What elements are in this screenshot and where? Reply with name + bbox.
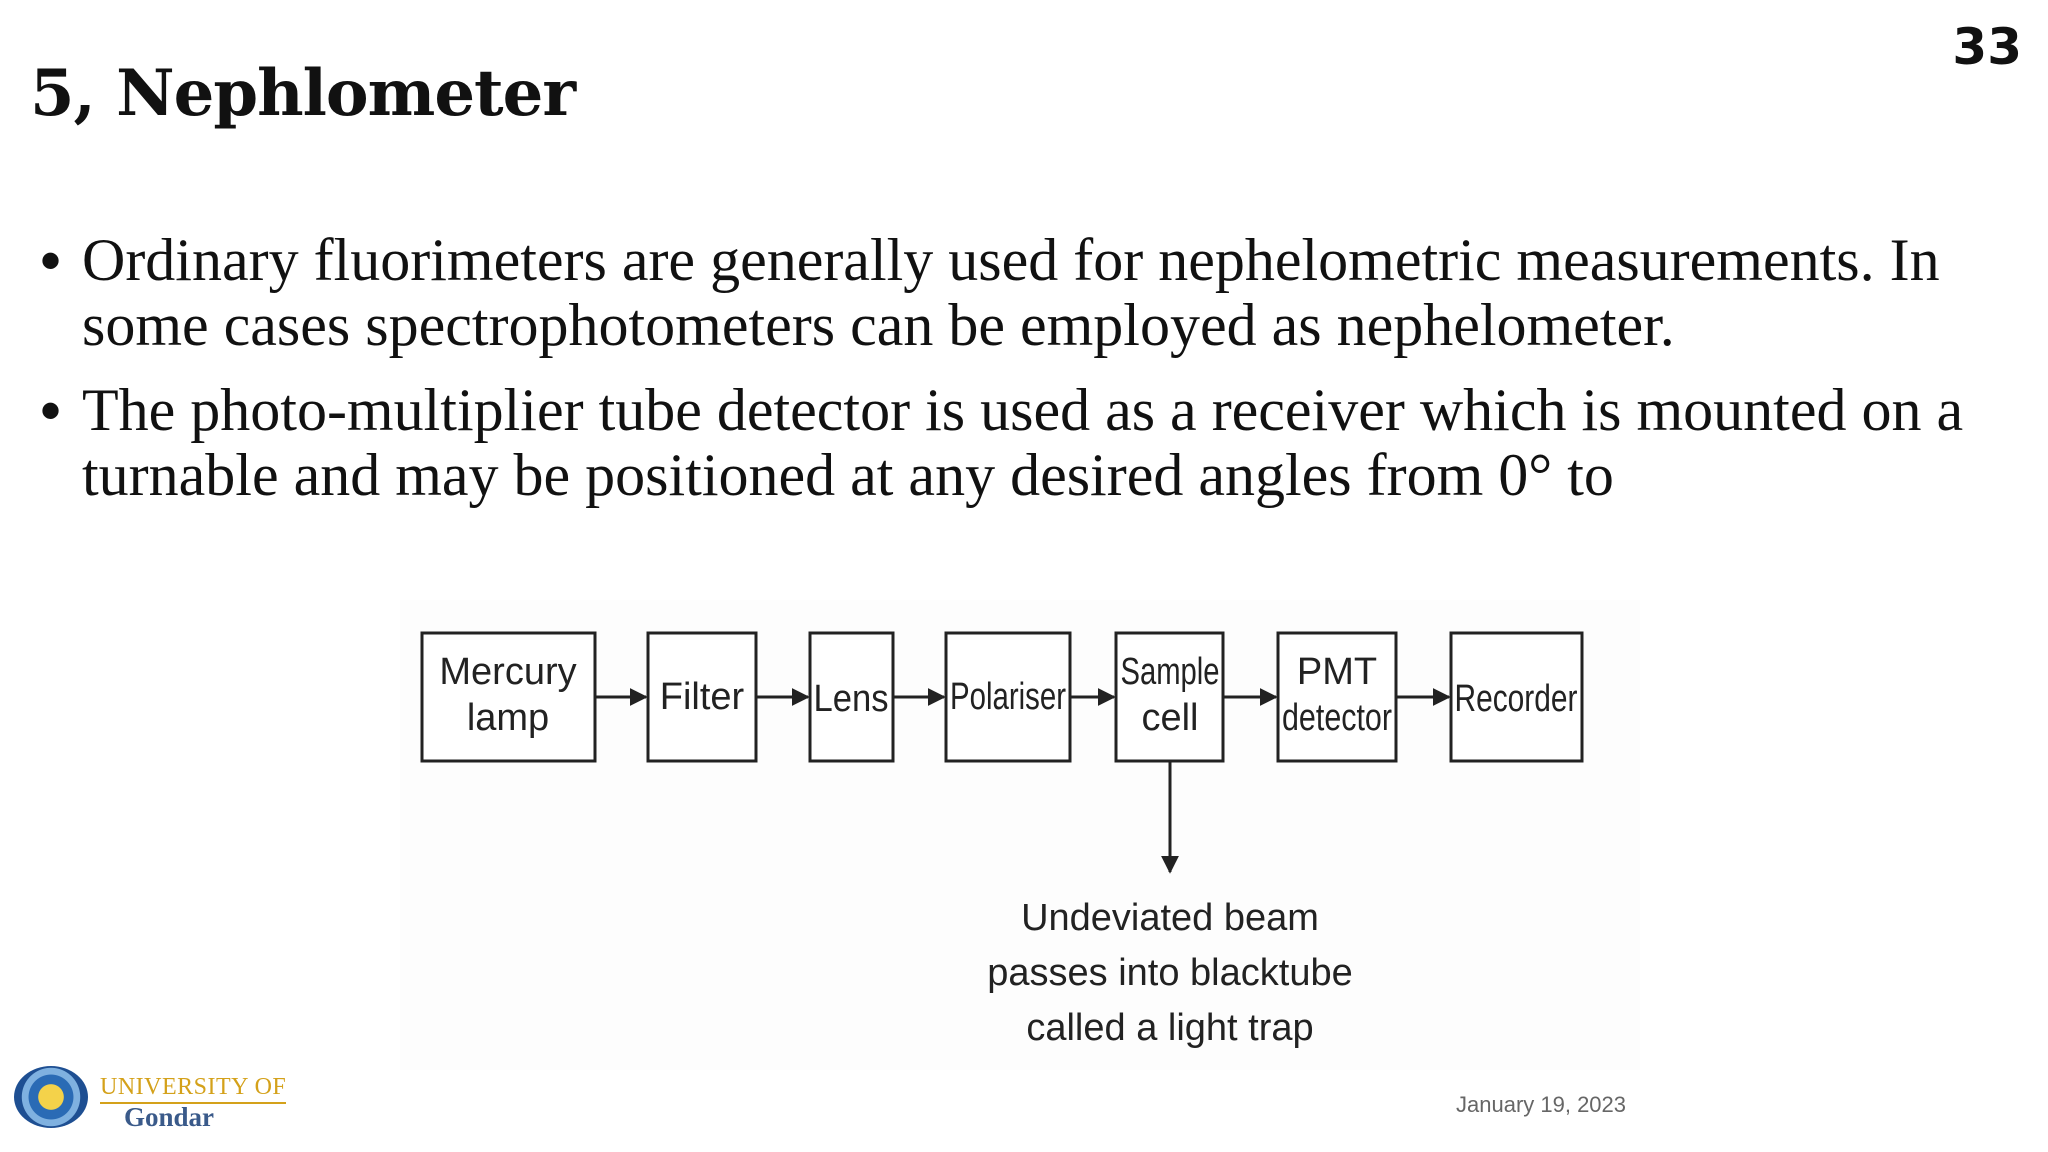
university-logo: UNIVERSITY OF Gondar — [10, 1062, 300, 1142]
logo-line-2: Gondar — [124, 1102, 215, 1132]
box-label: Lens — [814, 678, 889, 720]
bullet-item: • The photo-multiplier tube detector is … — [40, 378, 2000, 508]
box-label: cell — [1141, 697, 1198, 739]
bullet-symbol: • — [40, 227, 62, 294]
light-trap-note: passes into blacktube — [987, 952, 1352, 994]
box-mercury-lamp-frame — [420, 631, 597, 763]
logo-line-1: UNIVERSITY OF — [100, 1074, 287, 1104]
box-label: lamp — [467, 697, 549, 739]
box-label: Polariser — [950, 676, 1066, 718]
box-label: Mercury — [439, 651, 576, 693]
box-label: detector — [1282, 697, 1392, 739]
box-label: Filter — [660, 676, 745, 718]
box-label: Sample — [1121, 651, 1220, 693]
box-recorder: Recorder — [1449, 631, 1584, 763]
page-number: 33 — [1952, 18, 2022, 76]
box-lens: Lens — [808, 631, 895, 763]
nephelometer-block-diagram: Mercury lamp Filter Lens Polariser Sampl… — [400, 600, 1640, 1070]
box-label: PMT — [1297, 651, 1377, 693]
bullet-item: • Ordinary fluorimeters are generally us… — [40, 228, 2000, 358]
box-sample-cell: Sample cell — [1114, 631, 1225, 763]
bullet-symbol: • — [40, 377, 62, 444]
box-filter-frame — [646, 631, 758, 763]
box-recorder-frame — [1449, 631, 1584, 763]
box-filter: Filter — [646, 631, 758, 763]
box-polariser: Polariser — [944, 631, 1072, 763]
box-pmt-detector: PMT detector — [1276, 631, 1398, 763]
box-label: Recorder — [1455, 678, 1578, 720]
bullet-text: Ordinary fluorimeters are generally used… — [82, 227, 1940, 358]
box-pmt-detector-frame — [1276, 631, 1398, 763]
bullet-list: • Ordinary fluorimeters are generally us… — [40, 228, 2000, 528]
box-mercury-lamp: Mercury lamp — [420, 631, 597, 763]
light-trap-note: Undeviated beam — [1021, 897, 1319, 939]
light-trap-note: called a light trap — [1026, 1007, 1313, 1049]
box-lens-frame — [808, 631, 895, 763]
diagram-svg: Mercury lamp Filter Lens Polariser Sampl… — [420, 631, 1584, 1049]
slide-date: January 19, 2023 — [1456, 1092, 1627, 1117]
slide-title: 5, Nephlometer — [30, 56, 576, 131]
university-emblem-icon — [14, 1066, 88, 1128]
bullet-text: The photo-multiplier tube detector is us… — [82, 377, 1964, 508]
